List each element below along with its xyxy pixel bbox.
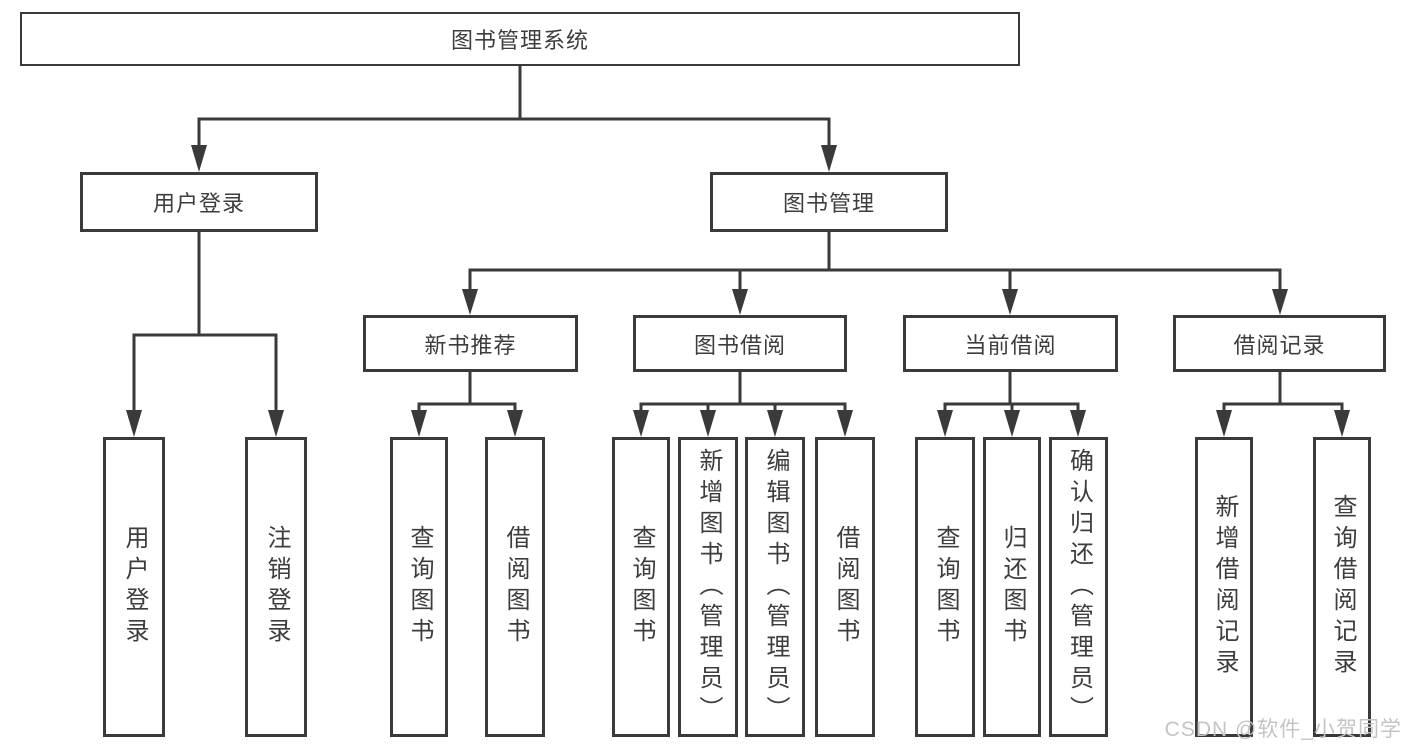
leaf-label: 用户登录 — [121, 525, 148, 649]
leaf-label: 注销登录 — [263, 525, 290, 649]
arrowhead-book-management — [821, 145, 837, 172]
leaf-return-books: 归还图书 — [983, 437, 1041, 737]
node-new-book-recommend: 新书推荐 — [363, 315, 578, 372]
leaf-label: 查询图书 — [932, 525, 959, 649]
leaf-label: 确认归还（管理员） — [1065, 447, 1093, 727]
node-library-management-system: 图书管理系统 — [20, 12, 1020, 66]
connector-mgmt-to-level3 — [468, 232, 1282, 292]
node-book-management: 图书管理 — [710, 172, 948, 232]
arrowhead-new-books — [462, 289, 478, 315]
leaf-borrow-books-borrowing: 借阅图书 — [815, 437, 875, 737]
leaf-label: 归还图书 — [999, 525, 1026, 649]
leaf-label: 新增借阅记录 — [1211, 494, 1238, 680]
arrowhead-leaf-user-login — [126, 410, 142, 437]
arrowhead-leaf-query-books-1 — [411, 410, 427, 437]
arrowhead-leaf-borrow-books-2 — [837, 410, 853, 437]
leaf-user-login: 用户登录 — [103, 437, 165, 737]
leaf-label: 借阅图书 — [502, 525, 529, 649]
node-label: 新书推荐 — [424, 332, 517, 358]
arrowhead-current-borrowing — [1002, 289, 1018, 315]
connector-records-to-leaves — [1222, 372, 1344, 413]
arrowhead-leaf-query-record — [1334, 410, 1350, 437]
connector-login-to-leaves — [132, 232, 278, 413]
node-label: 图书管理 — [782, 191, 875, 216]
connector-borrowing-to-leaves — [639, 372, 847, 413]
connector-root-to-level2 — [197, 66, 831, 148]
leaf-label: 编辑图书（管理员） — [762, 447, 789, 727]
leaf-add-books-admin: 新增图书（管理员） — [678, 437, 738, 737]
leaf-confirm-return-admin: 确认归还（管理员） — [1049, 437, 1108, 737]
leaf-edit-books-admin: 编辑图书（管理员） — [745, 437, 805, 737]
csdn-watermark: CSDN @软件_小贺同学 — [1164, 718, 1402, 741]
arrowhead-leaf-edit-books — [767, 410, 783, 437]
arrowhead-borrowing-records — [1272, 289, 1288, 315]
arrowhead-leaf-add-books — [700, 410, 716, 437]
leaf-query-books-borrowing: 查询图书 — [612, 437, 670, 737]
arrowhead-user-login — [191, 145, 207, 172]
node-label: 用户登录 — [152, 191, 245, 216]
node-book-borrowing: 图书借阅 — [633, 315, 847, 372]
arrowhead-leaf-query-books-3 — [937, 410, 953, 437]
arrowhead-leaf-confirm-return — [1070, 410, 1086, 437]
leaf-query-borrow-record: 查询借阅记录 — [1313, 437, 1371, 737]
leaf-label: 借阅图书 — [832, 525, 859, 649]
leaf-query-books-newrec: 查询图书 — [390, 437, 448, 737]
connector-current-to-leaves — [943, 372, 1080, 413]
arrowhead-leaf-add-record — [1216, 410, 1232, 437]
leaf-add-borrow-record: 新增借阅记录 — [1195, 437, 1253, 737]
leaf-label: 查询图书 — [406, 525, 433, 649]
arrowhead-leaf-logout — [268, 410, 284, 437]
arrowhead-leaf-borrow-books-1 — [507, 410, 523, 437]
arrowhead-leaf-query-books-2 — [633, 410, 649, 437]
node-label: 图书借阅 — [693, 332, 786, 358]
leaf-query-books-current: 查询图书 — [915, 437, 975, 737]
node-label: 图书管理系统 — [450, 28, 589, 53]
leaf-label: 新增图书（管理员） — [695, 447, 722, 727]
leaf-logout: 注销登录 — [245, 437, 307, 737]
leaf-borrow-books-newrec: 借阅图书 — [485, 437, 545, 737]
arrowhead-book-borrowing — [732, 289, 748, 315]
node-borrowing-records: 借阅记录 — [1173, 315, 1386, 372]
node-label: 借阅记录 — [1233, 332, 1326, 358]
leaf-label: 查询借阅记录 — [1329, 494, 1356, 680]
node-current-borrowing: 当前借阅 — [903, 315, 1118, 372]
leaf-label: 查询图书 — [628, 525, 655, 649]
node-user-login: 用户登录 — [80, 172, 318, 232]
node-label: 当前借阅 — [964, 332, 1057, 358]
arrowhead-leaf-return-books — [1004, 410, 1020, 437]
connector-newbooks-to-leaves — [417, 372, 517, 413]
